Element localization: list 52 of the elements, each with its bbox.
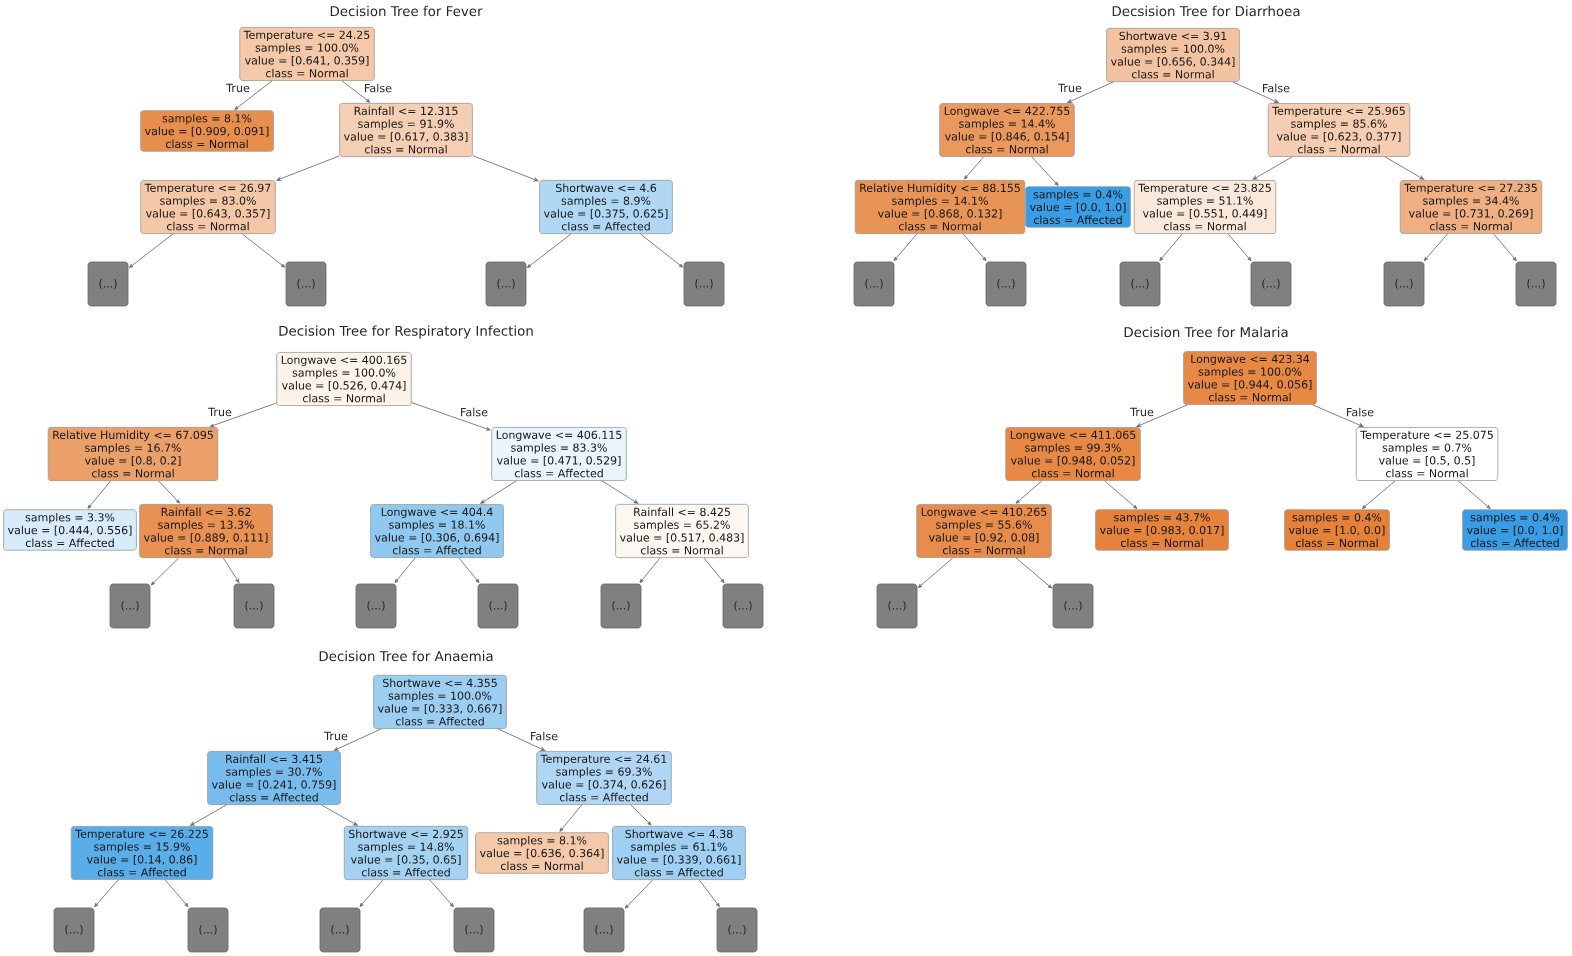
arrow <box>1159 233 1183 262</box>
arrow <box>1104 480 1138 509</box>
arrow <box>893 233 918 262</box>
arrow <box>703 557 725 584</box>
arrow <box>1136 404 1188 427</box>
arrow <box>241 233 286 268</box>
arrow <box>359 879 384 908</box>
arrow <box>222 557 240 583</box>
arrow <box>1232 81 1279 103</box>
arrow <box>1015 480 1043 504</box>
arrow <box>321 804 358 826</box>
arrow <box>209 402 277 428</box>
arrow <box>234 80 273 111</box>
arrow <box>1423 233 1448 262</box>
arrow <box>639 233 684 268</box>
arrow <box>164 879 189 908</box>
arrow <box>1015 557 1053 589</box>
arrow <box>962 233 987 262</box>
arrow <box>624 879 654 909</box>
arrow <box>276 155 340 181</box>
arrow <box>480 480 517 504</box>
arrow <box>411 402 491 431</box>
arrow <box>1493 233 1517 262</box>
arrow <box>1361 480 1396 509</box>
arrow <box>1312 404 1364 427</box>
arrow <box>472 155 539 182</box>
arrow <box>150 557 180 586</box>
arrow <box>158 480 180 504</box>
arrow <box>190 804 227 826</box>
arrow <box>1067 81 1114 103</box>
arrow <box>497 728 546 751</box>
arrow <box>394 557 416 584</box>
arrow <box>458 557 480 584</box>
arrow <box>1227 233 1252 262</box>
arrow <box>601 480 639 504</box>
arrow <box>128 233 174 268</box>
arrow <box>341 80 371 103</box>
arrow <box>917 557 954 589</box>
arrow <box>526 233 572 268</box>
arrow <box>333 728 382 751</box>
arrow <box>94 879 119 908</box>
arrow <box>698 879 720 908</box>
arrow <box>1457 480 1491 509</box>
arrow <box>1031 156 1059 186</box>
arrow <box>429 879 454 908</box>
arrow <box>1252 156 1293 180</box>
arrow <box>630 804 652 826</box>
arrow <box>963 156 984 180</box>
arrow <box>87 480 112 509</box>
arrow <box>639 557 661 584</box>
arrow <box>559 804 583 832</box>
arrow <box>1384 156 1425 180</box>
